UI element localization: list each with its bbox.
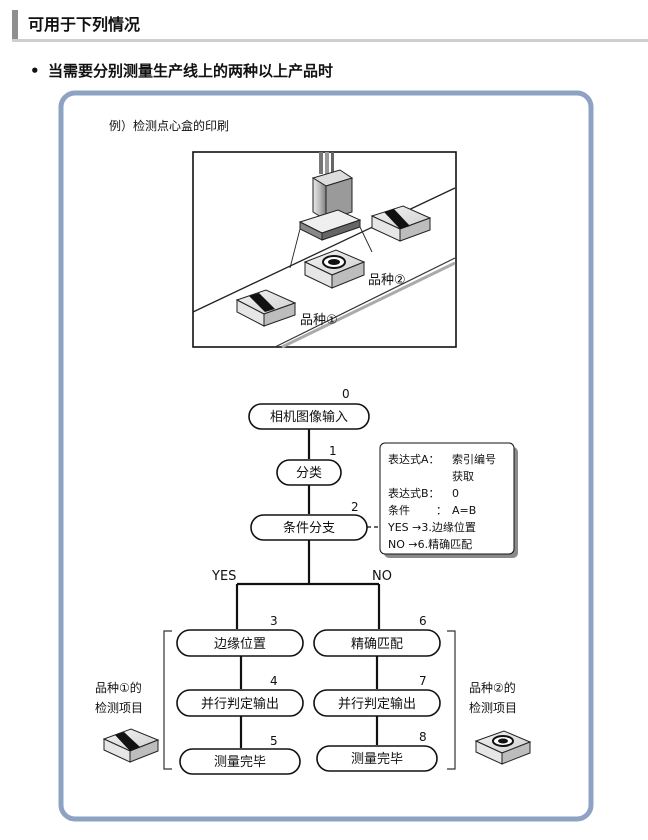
step-number: 0	[342, 387, 350, 401]
example-caption: 例）检测点心盒的印刷	[109, 118, 229, 133]
step-1: 1 分类	[276, 444, 342, 486]
product1-label: 品种①	[300, 313, 338, 328]
note-line4-colon: ：	[436, 504, 447, 517]
bullet-text: 当需要分别测量生产线上的两种以上产品时	[48, 62, 334, 80]
step-number: 7	[419, 674, 427, 688]
right-group-line2: 检测项目	[469, 700, 517, 715]
section-marker	[12, 10, 18, 39]
production-line-illustration: 品种② 品种①	[192, 151, 457, 349]
product2-label: 品种②	[368, 273, 406, 288]
step-4: 4 并行判定输出	[176, 674, 304, 717]
step-0: 0 相机图像输入	[248, 387, 370, 430]
note-line3-key: 表达式B：	[388, 486, 440, 500]
note-line1-key: 表达式A：	[388, 452, 440, 466]
step-label: 并行判定输出	[201, 696, 279, 712]
note-line2-val: 获取	[452, 470, 474, 483]
step-number: 8	[419, 730, 427, 744]
step-label: 测量完毕	[214, 755, 266, 770]
note-line4-val: A=B	[452, 504, 476, 517]
bullet-heading: • 当需要分别测量生产线上的两种以上产品时	[30, 60, 333, 81]
step-2: 2 条件分支	[250, 500, 368, 541]
note-line6: NO →6.精确匹配	[388, 538, 472, 551]
note-line3-val: 0	[452, 487, 459, 500]
condition-note: 表达式A： 索引编号 获取 表达式B： 0 条件 ： A=B YES →3.边缘…	[379, 442, 518, 558]
step-label: 并行判定输出	[338, 696, 416, 712]
step-7: 7 并行判定输出	[313, 674, 441, 717]
product2-small-box-icon	[474, 730, 532, 765]
left-group-line1: 品种①的	[95, 680, 142, 695]
note-line4-key: 条件	[388, 503, 410, 517]
step-6: 6 精确匹配	[313, 614, 441, 657]
section-underline	[12, 39, 648, 42]
branch-no-label: NO	[372, 569, 392, 584]
step-label: 相机图像输入	[270, 409, 348, 425]
step-label: 边缘位置	[214, 637, 266, 652]
camera-icon	[289, 152, 373, 269]
step-8: 8 测量完毕	[316, 730, 438, 772]
left-group-line2: 检测项目	[95, 700, 143, 715]
step-label: 精确匹配	[351, 637, 403, 652]
note-line5: YES →3.边缘位置	[387, 520, 476, 534]
step-number: 4	[270, 674, 278, 688]
product1-box-icon	[235, 289, 297, 327]
step-number: 2	[351, 500, 359, 514]
product1-box-upper-icon	[370, 205, 432, 242]
step-label: 条件分支	[283, 520, 335, 536]
step-number: 1	[329, 444, 337, 458]
step-label: 测量完毕	[351, 752, 403, 767]
step-label: 分类	[296, 466, 322, 481]
step-3: 3 边缘位置	[176, 614, 304, 657]
step-number: 5	[270, 734, 278, 748]
flow-connectors	[235, 427, 381, 748]
section-title: 可用于下列情况	[28, 15, 141, 34]
right-bracket	[447, 630, 456, 770]
left-bracket	[163, 630, 172, 770]
product1-small-box-icon	[102, 728, 160, 763]
step-number: 3	[270, 614, 278, 628]
step-number: 6	[419, 614, 427, 628]
note-line1-val: 索引编号	[452, 452, 496, 466]
branch-yes-label: YES	[211, 569, 236, 584]
right-group-line1: 品种②的	[469, 680, 516, 695]
bullet-dot: •	[30, 62, 40, 80]
product2-box-icon	[303, 249, 366, 289]
step-5: 5 测量完毕	[179, 734, 301, 775]
